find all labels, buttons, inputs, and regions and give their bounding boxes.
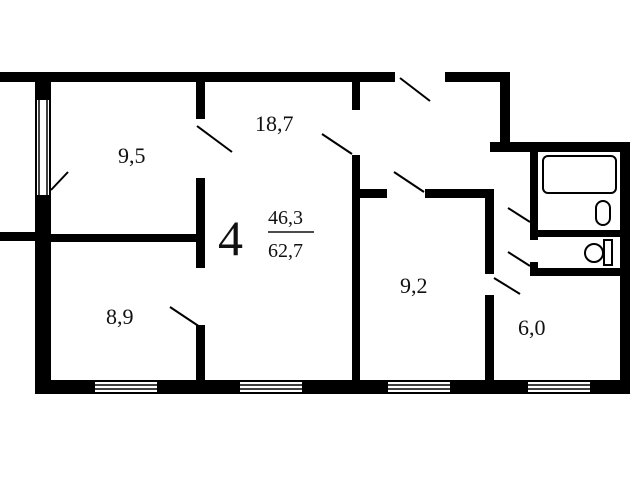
door-room4 (393, 171, 425, 193)
entrance-door (399, 77, 431, 102)
rooms-count-label: 4 (218, 210, 243, 266)
wall-room1-room2-mid (196, 178, 205, 268)
door-room1 (196, 125, 233, 153)
window-room3 (95, 382, 157, 392)
balcony-wall (0, 232, 40, 241)
door-kitchen (493, 277, 521, 295)
door-room2 (321, 133, 353, 155)
wall-hall-room4-right (425, 189, 493, 198)
room-area-label: 9,5 (118, 143, 146, 168)
wall-room1-room3 (51, 234, 201, 242)
bottom-wall (35, 380, 630, 394)
door-swings (169, 77, 531, 328)
room-area-label: 18,7 (255, 111, 294, 136)
step-wall-vertical (500, 72, 510, 152)
window-room4 (388, 382, 450, 392)
wall-room2-room4 (352, 155, 360, 380)
top-wall (0, 72, 395, 82)
right-wall (620, 142, 630, 394)
top-wall-right (445, 72, 510, 82)
window-room2 (240, 382, 302, 392)
door-bath (507, 207, 531, 223)
room-area-label: 9,2 (400, 273, 428, 298)
room-area-label: 8,9 (106, 304, 134, 329)
wall-room4-kitchen-lower (485, 295, 494, 380)
wall-bath-toilet (530, 230, 620, 237)
wall-room4-kitchen-upper (485, 189, 494, 274)
total-area-label: 62,7 (268, 240, 303, 262)
wall-room1-room2-upper (196, 82, 205, 119)
door-toilet (507, 251, 531, 267)
interior-walls (51, 82, 620, 380)
door-room3 (169, 306, 201, 328)
wall-toilet-kitchen (530, 268, 620, 276)
toilet-icon (584, 239, 613, 266)
windows (95, 382, 590, 392)
wall-room3-room2-lower (196, 325, 205, 380)
step-wall-horizontal (490, 142, 630, 152)
living-area-label: 46,3 (268, 207, 303, 229)
bathtub-icon (542, 155, 617, 226)
window-kitchen (528, 382, 590, 392)
wall-hall-room4-left (352, 189, 387, 198)
room-area-label: 6,0 (518, 315, 546, 340)
wall-bath-left (530, 152, 538, 240)
balcony-door (37, 100, 69, 195)
wall-room2-hall-upper (352, 82, 360, 110)
